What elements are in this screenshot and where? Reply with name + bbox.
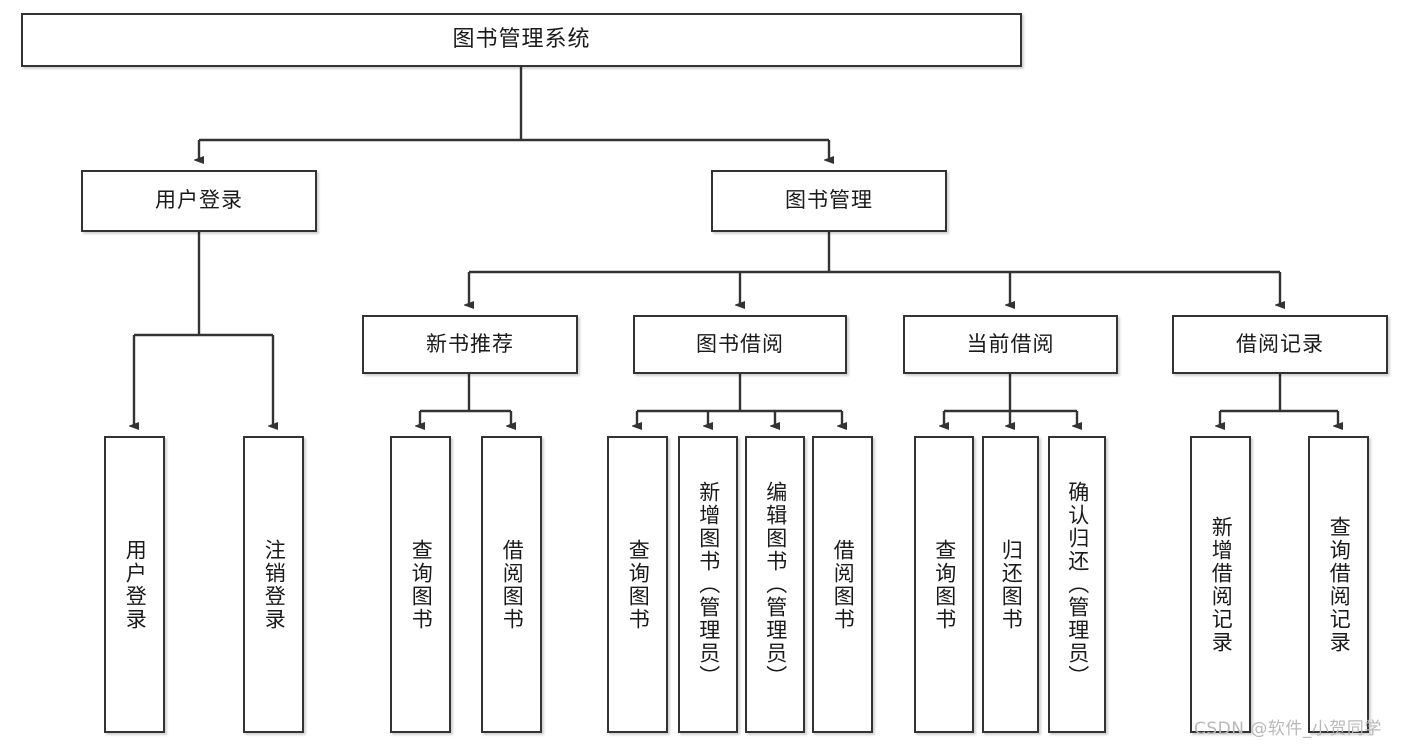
node-user-login-label: 用户登录 bbox=[155, 188, 243, 213]
node-leaf-confirm-return[interactable]: 确认归还（管理员） bbox=[1048, 436, 1106, 733]
node-current-borrow[interactable]: 当前借阅 bbox=[903, 315, 1118, 374]
node-leaf-confirm-return-label: 确认归还（管理员） bbox=[1065, 481, 1090, 688]
node-book-manage[interactable]: 图书管理 bbox=[711, 170, 947, 232]
node-new-book-rec[interactable]: 新书推荐 bbox=[362, 315, 578, 374]
node-leaf-query-book-3[interactable]: 查询图书 bbox=[914, 436, 974, 733]
node-leaf-logout[interactable]: 注销登录 bbox=[243, 436, 304, 733]
node-leaf-query-record[interactable]: 查询借阅记录 bbox=[1308, 436, 1369, 733]
node-borrow-record[interactable]: 借阅记录 bbox=[1172, 315, 1388, 374]
node-leaf-return-book-label: 归还图书 bbox=[999, 538, 1024, 631]
watermark: CSDN @软件_小贺同学 bbox=[1194, 719, 1382, 739]
node-leaf-query-book-2-label: 查询图书 bbox=[626, 538, 651, 631]
node-leaf-query-record-label: 查询借阅记录 bbox=[1327, 515, 1352, 654]
node-leaf-query-book-1[interactable]: 查询图书 bbox=[390, 436, 451, 733]
node-user-login[interactable]: 用户登录 bbox=[81, 170, 317, 232]
node-root[interactable]: 图书管理系统 bbox=[21, 13, 1022, 67]
node-leaf-user-login[interactable]: 用户登录 bbox=[104, 436, 165, 733]
node-leaf-borrow-book-1[interactable]: 借阅图书 bbox=[481, 436, 542, 733]
node-book-manage-label: 图书管理 bbox=[785, 188, 873, 213]
node-leaf-edit-book[interactable]: 编辑图书（管理员） bbox=[745, 436, 805, 733]
node-book-borrow[interactable]: 图书借阅 bbox=[633, 315, 847, 374]
node-book-borrow-label: 图书借阅 bbox=[696, 331, 784, 356]
node-leaf-user-login-label: 用户登录 bbox=[123, 538, 148, 631]
node-leaf-query-book-3-label: 查询图书 bbox=[932, 538, 957, 631]
node-leaf-borrow-book-1-label: 借阅图书 bbox=[500, 538, 525, 631]
node-leaf-add-book-label: 新增图书（管理员） bbox=[696, 481, 721, 688]
node-current-borrow-label: 当前借阅 bbox=[966, 331, 1055, 356]
node-leaf-edit-book-label: 编辑图书（管理员） bbox=[763, 481, 788, 688]
node-borrow-record-label: 借阅记录 bbox=[1236, 331, 1324, 356]
node-root-label: 图书管理系统 bbox=[452, 26, 591, 52]
node-leaf-add-book[interactable]: 新增图书（管理员） bbox=[678, 436, 738, 733]
node-leaf-add-record-label: 新增借阅记录 bbox=[1209, 515, 1234, 654]
node-leaf-borrow-book-2[interactable]: 借阅图书 bbox=[812, 436, 873, 733]
node-new-book-rec-label: 新书推荐 bbox=[426, 331, 514, 356]
node-leaf-logout-label: 注销登录 bbox=[262, 538, 287, 631]
node-leaf-query-book-2[interactable]: 查询图书 bbox=[607, 436, 668, 733]
node-leaf-borrow-book-2-label: 借阅图书 bbox=[831, 538, 856, 631]
node-leaf-return-book[interactable]: 归还图书 bbox=[982, 436, 1039, 733]
node-leaf-query-book-1-label: 查询图书 bbox=[409, 538, 434, 631]
node-leaf-add-record[interactable]: 新增借阅记录 bbox=[1190, 436, 1251, 733]
